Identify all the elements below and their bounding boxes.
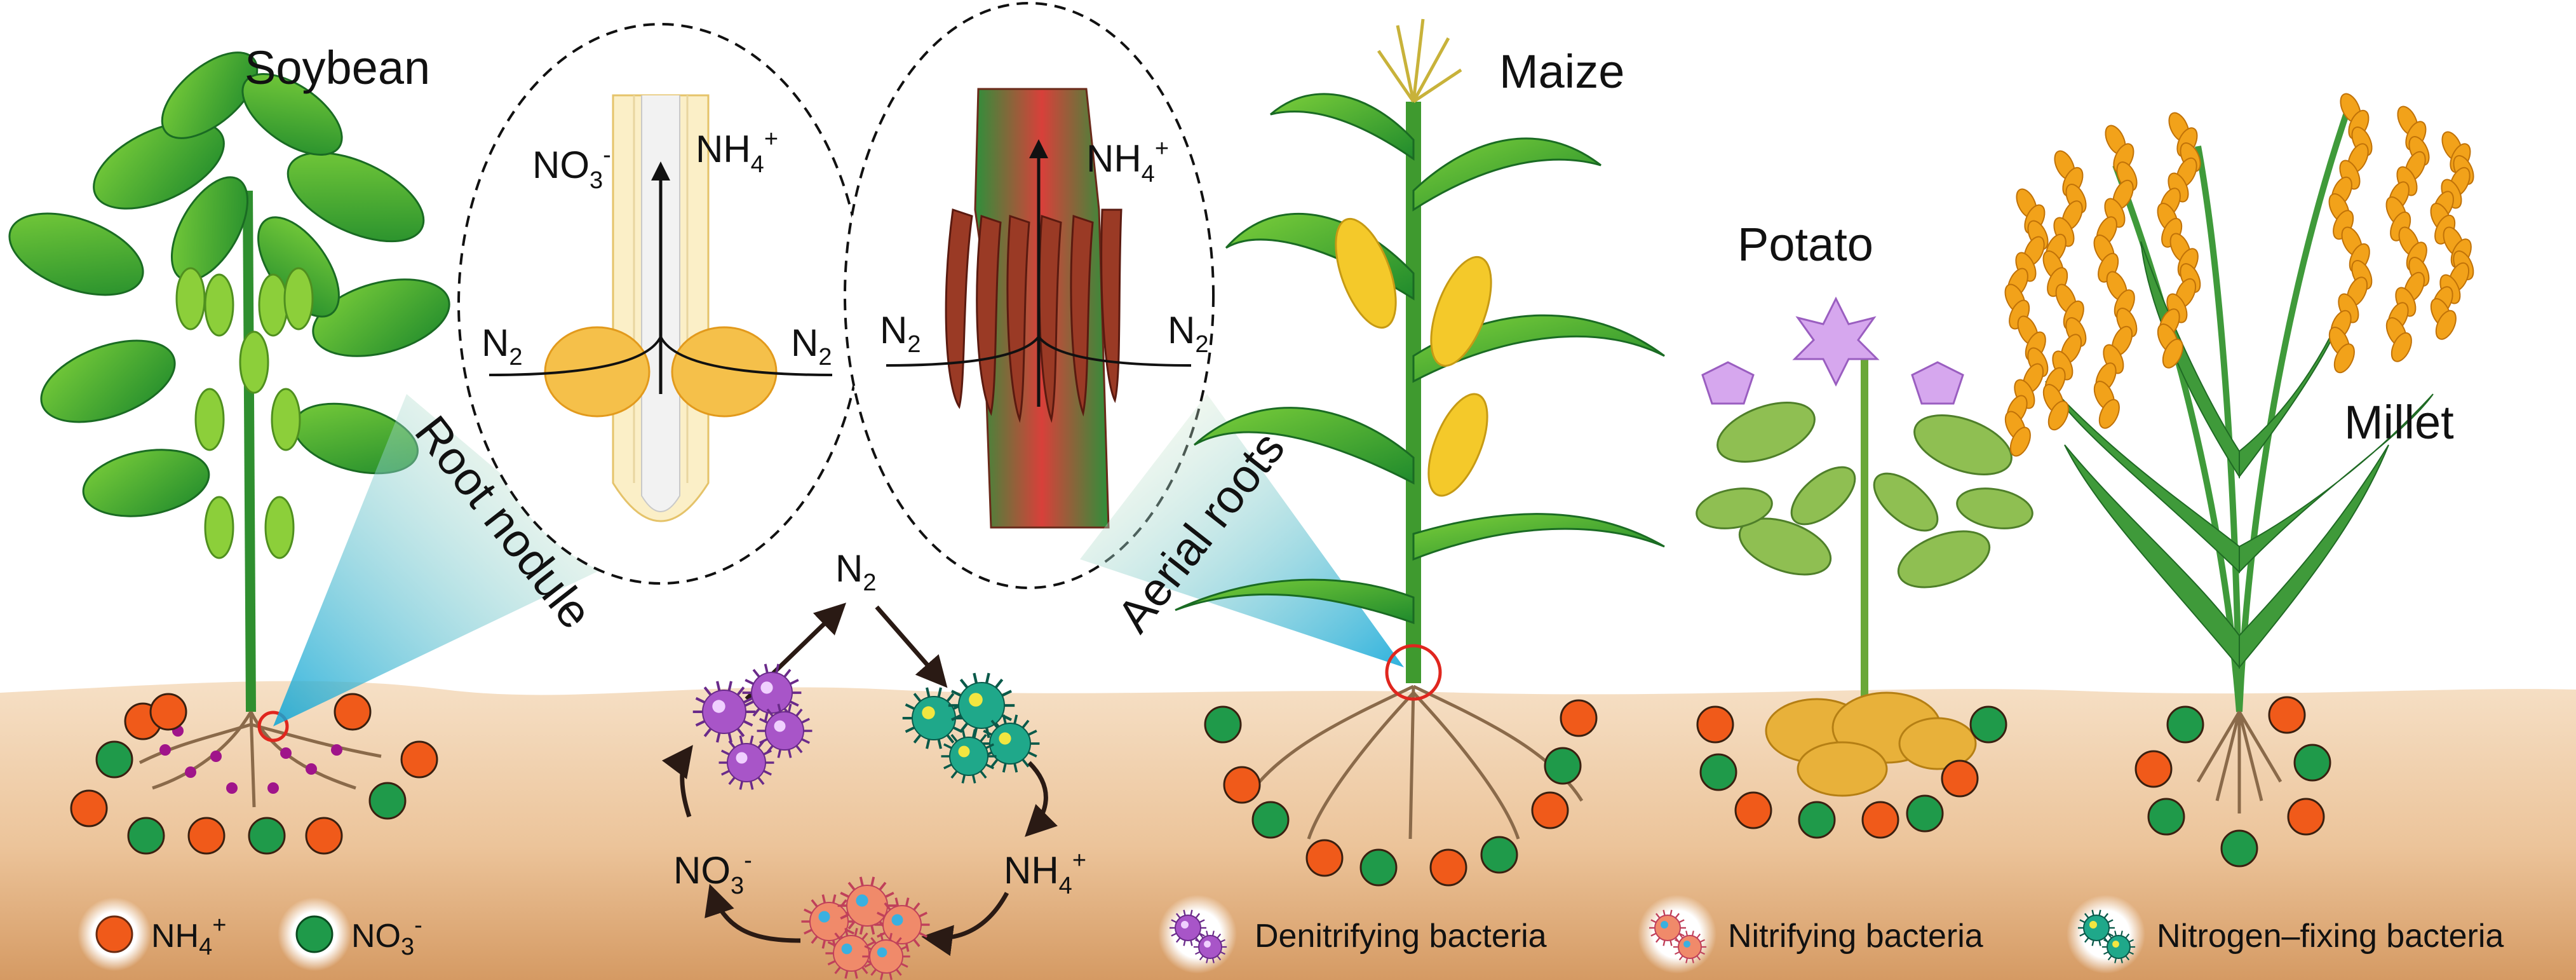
- nitrate-ion: [248, 817, 286, 855]
- nitrate-ion: [1699, 753, 1737, 791]
- nodule-no3-label: NO3-: [532, 142, 611, 194]
- ammonium-ion: [1305, 839, 1344, 877]
- ammonium-ion: [2268, 696, 2306, 734]
- millet-grain: [2391, 332, 2412, 362]
- potato-plant: [1696, 296, 2033, 797]
- maize-ion-group: [1204, 699, 1598, 887]
- nitrogen-fixing-bacterium: [980, 714, 1040, 773]
- nitrate-ion: [1544, 747, 1582, 785]
- legend-denitrifying-bacterium: [1193, 930, 1227, 963]
- ammonium-ion: [1861, 801, 1899, 839]
- nitrogen-fixing-bacterium: [941, 729, 997, 784]
- ammonium-ion: [2134, 750, 2173, 788]
- millet-grain: [2009, 426, 2031, 457]
- ammonium-ion: [70, 789, 108, 827]
- maize-plant: [1175, 18, 1665, 840]
- legend-no3-label: NO3-: [351, 912, 422, 960]
- nitrate-ion: [1204, 705, 1242, 744]
- legend-nitrogen-fixing-icon: [2078, 909, 2136, 963]
- nitrate-ion: [2147, 798, 2185, 836]
- millet-grain: [2162, 338, 2183, 369]
- legend-denitrifying-bacterium: [1170, 909, 1206, 946]
- soybean-ion-group: [70, 693, 438, 855]
- maize-label: Maize: [1499, 45, 1624, 98]
- ammonium-ion: [187, 817, 226, 855]
- nitrifying-bacterium: [862, 932, 910, 980]
- denitrifying-bacterium: [718, 735, 774, 790]
- legend-denitrifying-icon: [1170, 909, 1227, 963]
- nitrate-ion: [1969, 705, 2007, 744]
- nitrate-ion: [1251, 801, 1290, 839]
- cycle-n2-label: N2: [835, 547, 876, 596]
- nodule-n2-right-label: N2: [791, 322, 832, 371]
- legend-nitrogen-fixing-bacterium: [2078, 909, 2115, 946]
- nitrate-ion: [2293, 744, 2331, 782]
- ammonium-ion: [1941, 759, 1979, 798]
- nitrifying-bacterium: [801, 894, 857, 949]
- millet-grain: [2333, 343, 2355, 374]
- millet-ion-group: [2134, 696, 2331, 868]
- denitrifying-bacterium: [757, 704, 813, 758]
- nodule-n2-left-label: N2: [482, 322, 522, 371]
- ammonium-ion: [400, 740, 438, 779]
- nitrate-ion: [127, 817, 165, 855]
- nitrate-ion: [1798, 801, 1836, 839]
- legend-nitrifying-label: Nitrifying bacteria: [1728, 918, 1983, 955]
- ammonium-ion: [1734, 791, 1772, 829]
- legend-nitrifying-bacterium: [1673, 930, 1707, 963]
- ammonium-ion: [1223, 766, 1261, 804]
- millet-grain: [2047, 400, 2069, 431]
- ammonium-ion: [334, 693, 372, 731]
- legend-nitrate-dot: [295, 915, 334, 953]
- ammonium-ion: [149, 693, 187, 731]
- root-nodule-inset: [457, 23, 864, 585]
- aerial-n2-right-label: N2: [1168, 309, 1208, 358]
- denitrifying-bacterium: [692, 681, 756, 743]
- nitrate-ion: [2220, 829, 2258, 868]
- nitrogen-fixing-bacteria-cluster: [902, 672, 1040, 784]
- potato-ion-group: [1696, 705, 2007, 839]
- nodule-nh4-label: NH4+: [696, 126, 778, 178]
- millet-grain: [2098, 398, 2120, 429]
- soybean-nodule-marker: [257, 711, 289, 742]
- cycle-nh4-label: NH4+: [1004, 847, 1086, 899]
- legend: NH4+ NO3- Denitrifying bacteria Nitrifyi…: [78, 895, 2504, 974]
- ammonium-ion: [1560, 699, 1598, 737]
- aerial-nh4-label: NH4+: [1086, 135, 1169, 187]
- nitrate-ion: [95, 740, 133, 779]
- millet-grain: [2435, 310, 2457, 340]
- ammonium-ion: [1429, 848, 1467, 887]
- legend-nh4-label: NH4+: [151, 912, 226, 960]
- ammonium-ion: [1531, 791, 1569, 829]
- ammonium-ion: [2287, 798, 2325, 836]
- legend-nitrifying-bacterium: [1649, 909, 1686, 946]
- nitrifying-bacterium: [825, 928, 877, 979]
- nitrate-ion: [2166, 705, 2204, 744]
- legend-nitrogen-fixing-bacterium: [2101, 930, 2136, 963]
- cycle-no3-label: NO3-: [673, 847, 752, 899]
- nitrifying-bacteria-cluster: [801, 876, 930, 980]
- aerial-roots-inset: [844, 2, 1215, 589]
- ammonium-ion: [1696, 705, 1734, 744]
- millet-plant: [2004, 93, 2474, 813]
- root-nodule-beam: [273, 394, 610, 726]
- legend-denitrifying-label: Denitrifying bacteria: [1255, 918, 1547, 955]
- nitrate-ion: [1906, 794, 1944, 833]
- nitrate-ion: [1480, 836, 1518, 874]
- nitrogen-fixing-bacterium: [948, 672, 1015, 738]
- denitrifying-bacteria-cluster: [692, 664, 813, 790]
- legend-nitrifying-icon: [1649, 909, 1707, 963]
- maize-aerial-root-marker: [1385, 644, 1442, 701]
- legend-ammonium-dot: [95, 915, 133, 953]
- soybean-plant: [8, 51, 450, 808]
- nitrate-ion: [368, 782, 407, 820]
- ammonium-ion: [305, 817, 343, 855]
- aerial-n2-left-label: N2: [880, 309, 920, 358]
- soybean-label: Soybean: [245, 41, 430, 94]
- millet-label: Millet: [2344, 396, 2454, 449]
- potato-label: Potato: [1737, 218, 1873, 271]
- nitrate-ion: [1359, 848, 1398, 887]
- legend-nitrogen-fixing-label: Nitrogen–fixing bacteria: [2157, 918, 2504, 955]
